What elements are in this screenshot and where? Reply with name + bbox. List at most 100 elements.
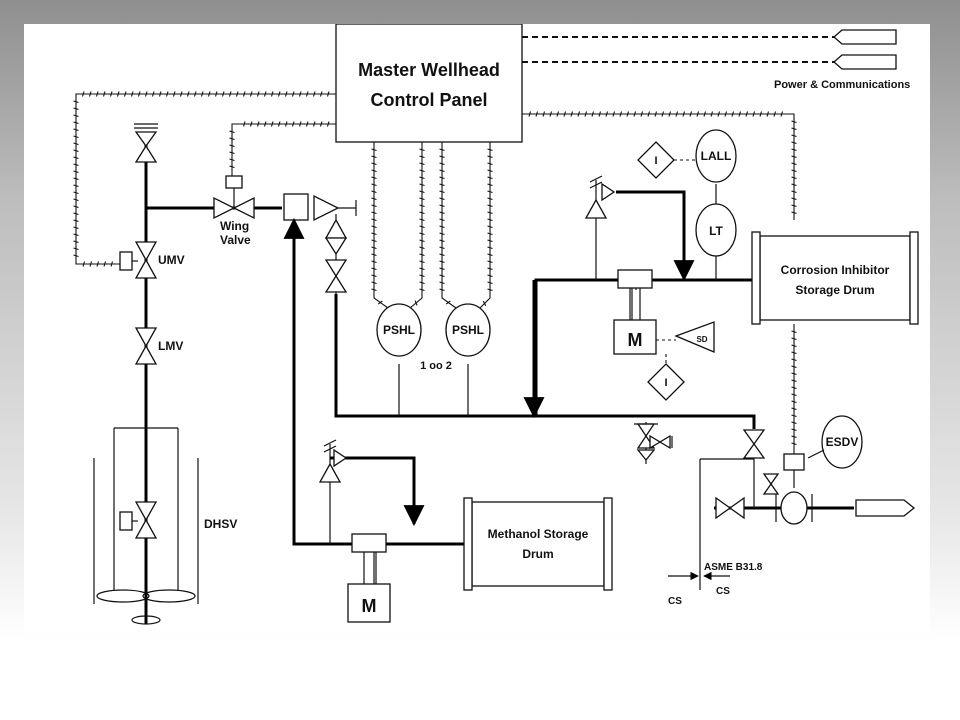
- corrosion-drum-label-line2: Storage Drum: [795, 283, 874, 297]
- interlock-top-diamond: [637, 141, 675, 179]
- signal-tick: [73, 163, 79, 167]
- signal-tick: [277, 91, 281, 97]
- signal-tick: [109, 91, 113, 97]
- signal-tick: [73, 100, 79, 104]
- signal-tick: [439, 274, 445, 278]
- signal-tick: [487, 225, 493, 229]
- relief-valve-upper: [584, 175, 616, 219]
- umv-label: UMV: [158, 253, 185, 267]
- signal-tick: [487, 155, 493, 159]
- signal-tick: [419, 211, 425, 215]
- signal-tick: [305, 91, 309, 97]
- signal-lines: [73, 91, 797, 454]
- master-wellhead-control-panel: [335, 24, 523, 143]
- signal-tick: [319, 91, 323, 97]
- swab-valve: [134, 123, 158, 163]
- power-connector-top: [833, 29, 897, 45]
- signal-tick: [439, 197, 445, 201]
- signal-tick: [179, 91, 183, 97]
- signal-tick: [542, 111, 546, 117]
- signal-tick: [675, 111, 679, 117]
- signal-tick: [487, 162, 493, 166]
- signal-tick: [371, 225, 377, 229]
- signal-tick: [647, 111, 651, 117]
- signal-tick: [88, 91, 92, 97]
- signal-tick: [752, 111, 756, 117]
- signal-tick: [73, 177, 79, 181]
- signal-tick: [263, 91, 267, 97]
- signal-tick: [165, 91, 169, 97]
- signal-tick: [791, 155, 797, 159]
- signal-tick: [371, 260, 377, 264]
- signal-tick: [731, 111, 735, 117]
- signal-tick: [439, 218, 445, 222]
- signal-tick: [445, 300, 451, 305]
- signal-tick: [371, 162, 377, 166]
- signal-tick: [487, 204, 493, 208]
- voting-label: 1 oo 2: [420, 360, 452, 372]
- signal-tick: [371, 253, 377, 257]
- signal-tick: [371, 148, 377, 152]
- signal-tick: [151, 91, 155, 97]
- signal-tick: [791, 211, 797, 215]
- signal-tick: [419, 190, 425, 194]
- signal-tick: [419, 239, 425, 243]
- signal-tick: [668, 111, 672, 117]
- signal-tick: [73, 156, 79, 160]
- signal-tick: [419, 288, 425, 292]
- signal-tick: [791, 386, 797, 390]
- esdv-label: ESDV: [826, 435, 859, 449]
- interlock-top-label: I: [654, 155, 657, 167]
- diagram-frame: Power & Communications Master Wellhead C…: [24, 24, 930, 634]
- signal-tick: [102, 91, 106, 97]
- power-comms-label: Power & Communications: [774, 79, 910, 91]
- signal-tick: [605, 111, 609, 117]
- signal-tick: [73, 233, 79, 237]
- signal-tick: [284, 91, 288, 97]
- signal-tick: [487, 197, 493, 201]
- signal-tick: [419, 183, 425, 187]
- signal-tick: [229, 165, 235, 169]
- methanol-drum-label-line2: Drum: [522, 547, 553, 561]
- signal-tick: [312, 91, 316, 97]
- control-signal-line: [231, 123, 336, 176]
- signal-tick: [214, 91, 218, 97]
- signal-tick: [682, 111, 686, 117]
- signal-tick: [487, 169, 493, 173]
- signal-tick: [791, 344, 797, 348]
- signal-tick: [591, 111, 595, 117]
- signal-tick: [207, 91, 211, 97]
- signal-tick: [633, 111, 637, 117]
- signal-tick: [487, 260, 493, 264]
- signal-tick: [229, 144, 235, 148]
- signal-tick: [73, 135, 79, 139]
- signal-tick: [312, 121, 316, 127]
- signal-tick: [81, 91, 85, 97]
- signal-tick: [89, 261, 93, 267]
- signal-tick: [419, 253, 425, 257]
- sd-triangle: [674, 321, 715, 353]
- signal-tick: [439, 204, 445, 208]
- signal-tick: [619, 111, 623, 117]
- signal-tick: [73, 128, 79, 132]
- signal-tick: [791, 141, 797, 145]
- signal-tick: [487, 267, 493, 271]
- signal-tick: [419, 204, 425, 208]
- signal-tick: [791, 435, 797, 439]
- wing-valve: [213, 175, 255, 220]
- esdv-bubble: [821, 415, 863, 469]
- signal-tick: [766, 111, 770, 117]
- signal-tick: [419, 218, 425, 222]
- lmv-label: LMV: [158, 339, 183, 353]
- signal-tick: [487, 239, 493, 243]
- signal-tick: [419, 148, 425, 152]
- signal-tick: [371, 197, 377, 201]
- signal-tick: [549, 111, 553, 117]
- signal-tick: [791, 337, 797, 341]
- spec-break-code: ASME B31.8: [704, 562, 763, 573]
- methanol-pump: [347, 533, 391, 623]
- signal-tick: [377, 300, 383, 305]
- wellhead-diagram: Power & Communications Master Wellhead C…: [73, 24, 919, 625]
- signal-tick: [791, 134, 797, 138]
- signal-tick: [487, 253, 493, 257]
